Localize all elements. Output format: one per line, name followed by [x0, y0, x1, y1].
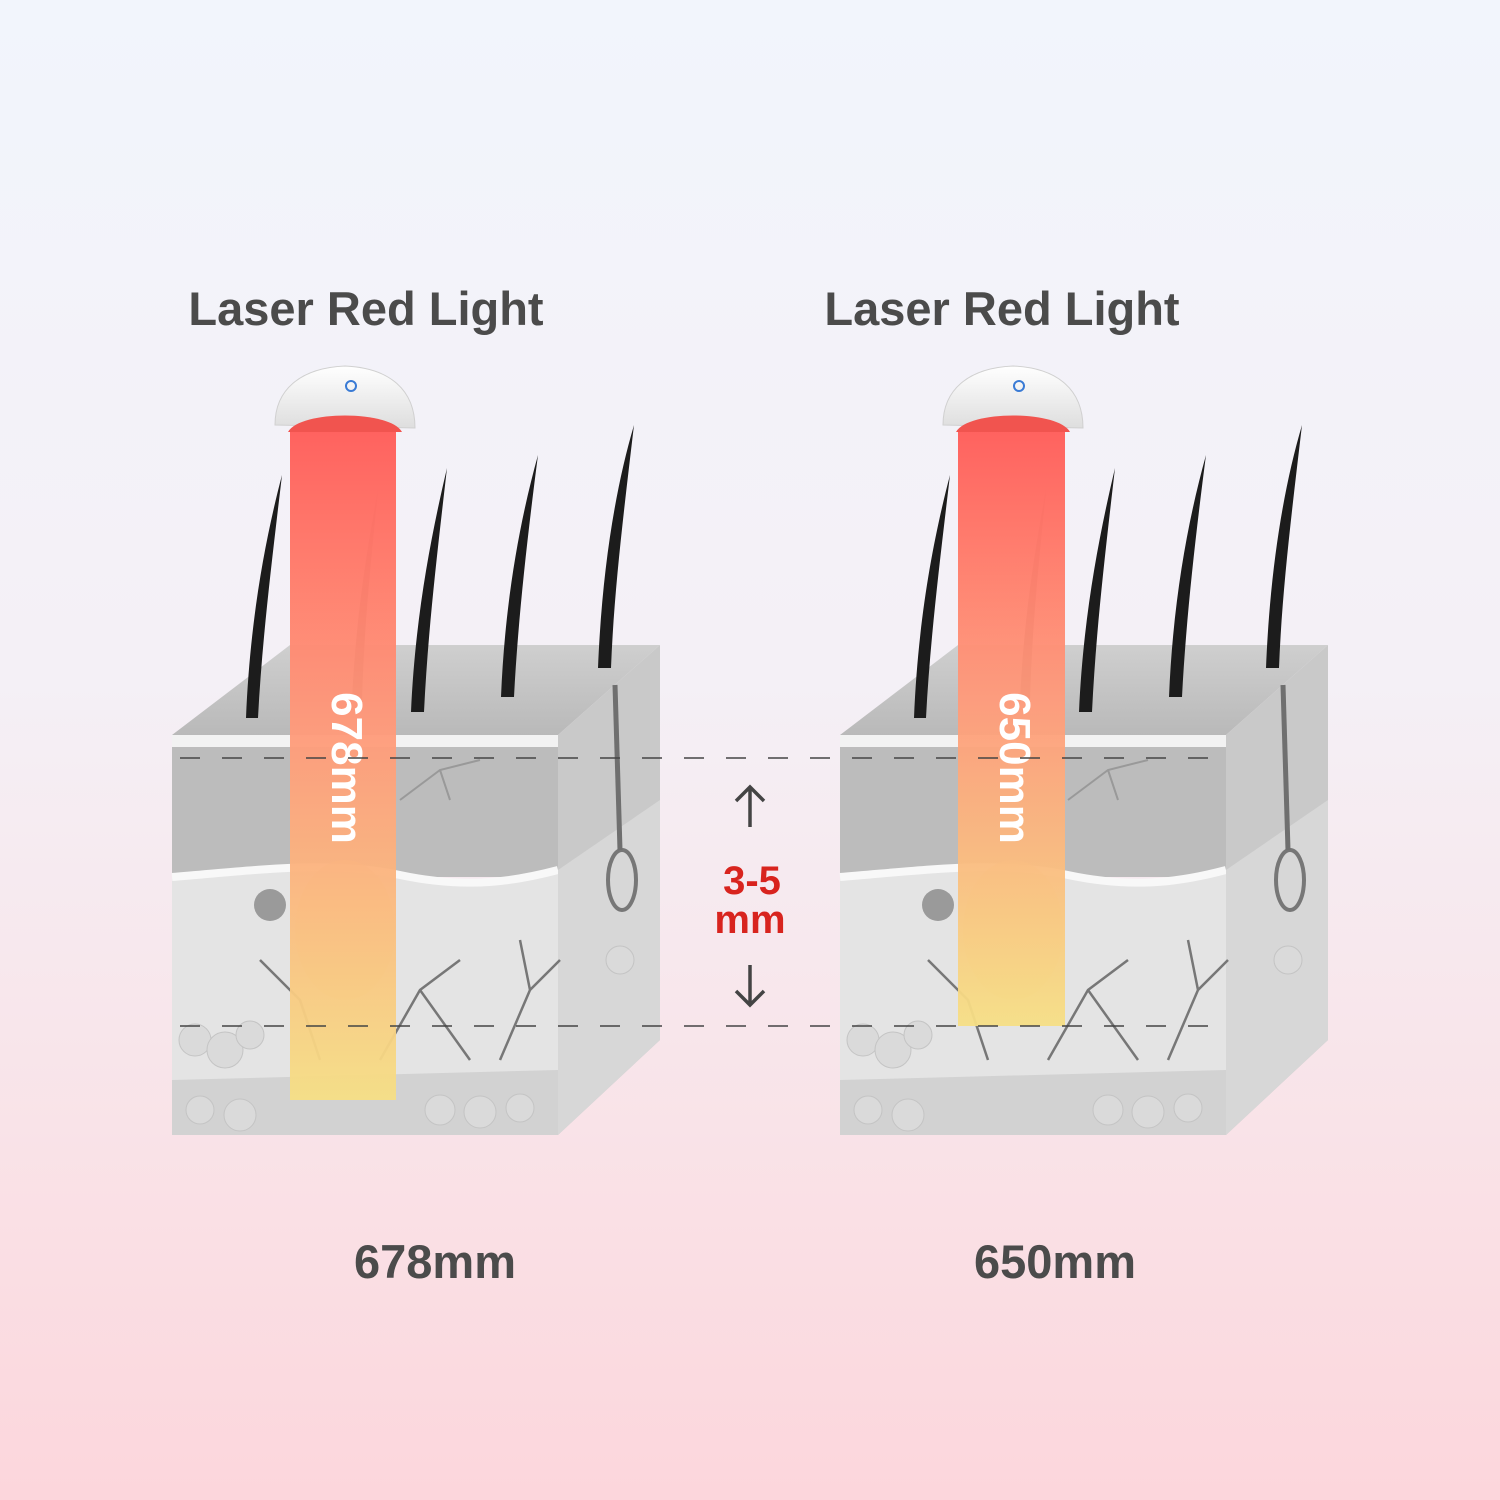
wavelength-label-left: 678mm — [354, 1235, 516, 1288]
arrow-down-icon — [734, 965, 766, 1008]
laser-beam-left — [290, 430, 396, 1100]
laser-device-left — [274, 365, 416, 433]
skin-cross-section-left: 678mm — [172, 365, 660, 1135]
arrow-up-icon — [734, 784, 766, 827]
depth-unit: mm — [714, 898, 785, 942]
laser-beam-right — [958, 430, 1065, 1026]
depth-value: 3-5 — [723, 859, 781, 903]
laser-device-right — [942, 365, 1084, 433]
panel-title-left: Laser Red Light — [188, 282, 544, 335]
beam-label-left: 678mm — [322, 692, 371, 844]
beam-label-right: 650mm — [990, 692, 1039, 844]
skin-cross-section-right: 650mm — [840, 365, 1328, 1135]
panel-title-right: Laser Red Light — [824, 282, 1180, 335]
wavelength-label-right: 650mm — [974, 1235, 1136, 1288]
